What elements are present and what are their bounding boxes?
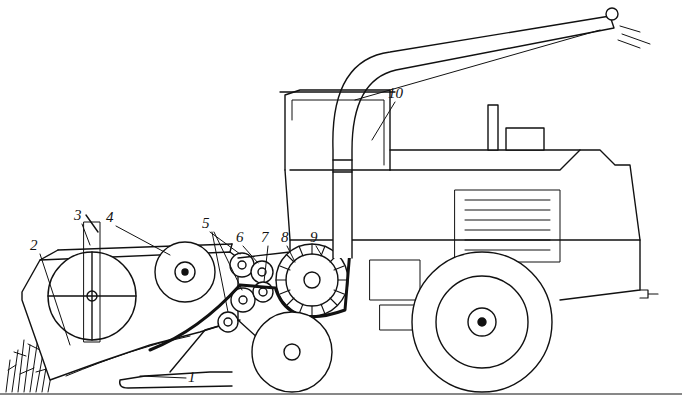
callout-number: 2	[30, 238, 38, 253]
callout-number: 3	[74, 208, 82, 223]
callout-number: 1	[188, 370, 196, 385]
callout-number: 10	[388, 86, 403, 101]
callout-number: 4	[106, 210, 114, 225]
callout-number: 6	[236, 230, 244, 245]
callout-number: 8	[281, 230, 289, 245]
callout-number: 5	[202, 216, 210, 231]
callout-number: 7	[261, 230, 269, 245]
callout-number: 9	[310, 230, 318, 245]
